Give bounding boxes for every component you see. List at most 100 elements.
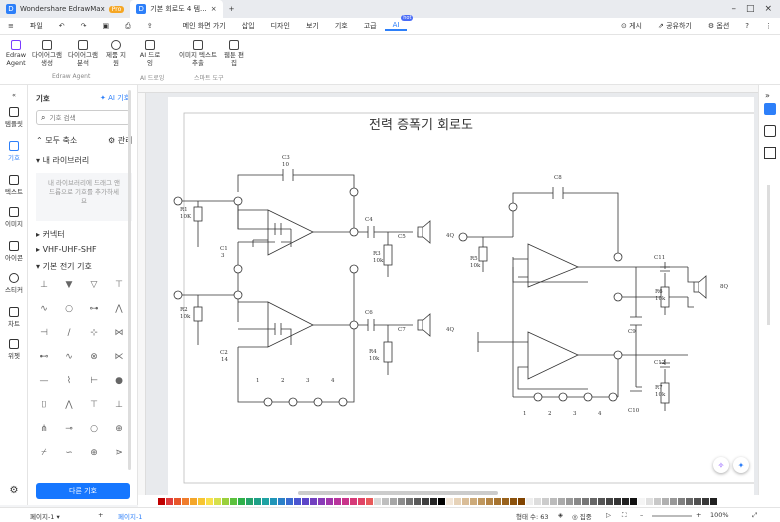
edraw-agent-button[interactable]: Edraw Agent <box>4 40 28 67</box>
symbol-item[interactable]: ⋀ <box>115 304 123 314</box>
color-swatch[interactable] <box>158 497 165 505</box>
ai-symbol-button[interactable]: ✦ AI 기호 <box>100 93 130 103</box>
symbol-item[interactable]: ⋔ <box>40 424 48 434</box>
sidebar-item-icons[interactable]: 아이콘 <box>0 241 28 262</box>
more-icon[interactable]: ⋮ <box>765 22 772 30</box>
color-swatch[interactable] <box>294 497 301 505</box>
fit-page-icon[interactable]: ⛶ <box>622 511 627 519</box>
library-basic-electrical[interactable]: ▾ 기본 전기 기호 <box>36 262 92 271</box>
close-tab-icon[interactable]: × <box>210 5 217 13</box>
webtoon-edit-button[interactable]: 웹툰 편집 <box>222 40 246 67</box>
color-swatch[interactable] <box>414 497 421 505</box>
color-swatch[interactable] <box>262 497 269 505</box>
symbol-item[interactable]: ⊕ <box>115 424 123 434</box>
sidebar-item-stickers[interactable]: 스티커 <box>0 273 28 294</box>
symbol-item[interactable]: ⊹ <box>90 328 98 338</box>
symbol-item[interactable]: ∕ <box>67 328 71 338</box>
color-swatch[interactable] <box>590 497 597 505</box>
library-connector[interactable]: ▸ 커넥터 <box>36 230 65 239</box>
share-button[interactable]: ⇗ 공유하기 <box>650 21 700 31</box>
color-swatch[interactable] <box>222 497 229 505</box>
color-swatch[interactable] <box>566 497 573 505</box>
symbol-item[interactable]: ⊥ <box>40 280 48 290</box>
symbol-item[interactable]: ⊶ <box>89 304 99 314</box>
color-swatch[interactable] <box>230 497 237 505</box>
color-swatch[interactable] <box>462 497 469 505</box>
page-selector[interactable]: 페이지-1 ▾ <box>30 513 60 521</box>
zoom-in-icon[interactable]: + <box>696 511 702 519</box>
symbol-item[interactable]: ⋉ <box>114 352 124 362</box>
color-swatch[interactable] <box>390 497 397 505</box>
color-swatch[interactable] <box>542 497 549 505</box>
symbol-item[interactable]: ▼ <box>65 280 73 290</box>
zoom-slider[interactable] <box>652 515 692 517</box>
symbol-item[interactable]: ⊤ <box>115 280 123 290</box>
color-swatch[interactable] <box>670 497 677 505</box>
ai-assist-icon[interactable]: ✧ <box>713 457 729 473</box>
color-swatch[interactable] <box>214 497 221 505</box>
sidebar-item-templates[interactable]: 템플릿 <box>0 107 28 128</box>
generate-diagram-button[interactable]: 다이어그램 생성 <box>30 40 64 67</box>
color-swatch[interactable] <box>526 497 533 505</box>
format-icon[interactable] <box>764 103 776 115</box>
symbol-item[interactable]: ∽ <box>65 448 73 458</box>
symbol-item[interactable]: ⊥ <box>115 400 123 410</box>
undo-icon[interactable]: ↶ <box>58 22 65 30</box>
color-swatch[interactable] <box>198 497 205 505</box>
product-support-button[interactable]: 제품 지원 <box>104 40 128 67</box>
symbol-item[interactable]: ⌿ <box>41 448 47 458</box>
color-swatch[interactable] <box>334 497 341 505</box>
symbol-item[interactable]: ⊤ <box>90 400 98 410</box>
circuit-diagram[interactable]: 전력 증폭기 회로도 <box>168 97 754 495</box>
color-swatch[interactable] <box>254 497 261 505</box>
right-scrollbar[interactable] <box>767 185 770 325</box>
collapse-panel-icon[interactable]: « <box>12 91 16 99</box>
color-swatch[interactable] <box>382 497 389 505</box>
color-swatch[interactable] <box>446 497 453 505</box>
new-tab-button[interactable]: + <box>228 5 235 13</box>
image-text-extract-button[interactable]: 이미지 텍스트 추출 <box>176 40 220 67</box>
symbol-item[interactable]: ⊸ <box>65 424 73 434</box>
color-swatch[interactable] <box>342 497 349 505</box>
layers-icon[interactable]: ◈ <box>558 511 563 519</box>
help-icon[interactable]: ? <box>745 22 749 30</box>
color-swatch[interactable] <box>582 497 589 505</box>
symbol-item[interactable]: ∿ <box>40 304 48 314</box>
color-swatch[interactable] <box>366 497 373 505</box>
sidebar-item-text[interactable]: 텍스트 <box>0 175 28 196</box>
color-swatch[interactable] <box>302 497 309 505</box>
color-swatch[interactable] <box>502 497 509 505</box>
symbol-item[interactable]: ⌷ <box>41 400 47 410</box>
maximize-icon[interactable]: □ <box>745 4 755 14</box>
menu-symbol[interactable]: 기호 <box>334 22 348 30</box>
color-swatch[interactable] <box>430 497 437 505</box>
menu-insert[interactable]: 삽입 <box>241 22 255 30</box>
sidebar-item-charts[interactable]: 차트 <box>0 307 28 328</box>
save-icon[interactable]: ▣ <box>102 22 110 30</box>
menu-file[interactable]: 파일 <box>29 22 43 30</box>
color-swatch[interactable] <box>598 497 605 505</box>
print-icon[interactable]: ⎙ <box>125 21 131 30</box>
color-swatch[interactable] <box>622 497 629 505</box>
color-swatch[interactable] <box>638 497 645 505</box>
symbol-item[interactable]: ⋀ <box>65 400 73 410</box>
color-swatch[interactable] <box>702 497 709 505</box>
menu-home[interactable]: 메인 화면 가기 <box>182 22 226 30</box>
symbol-search-box[interactable]: ⌕ <box>36 110 130 125</box>
symbol-item[interactable]: ⊢ <box>90 376 98 386</box>
color-swatch[interactable] <box>358 497 365 505</box>
color-swatch[interactable] <box>310 497 317 505</box>
symbol-item[interactable]: ⊷ <box>39 352 49 362</box>
search-input[interactable] <box>49 113 125 122</box>
panel-scrollbar[interactable] <box>128 90 131 470</box>
color-swatch[interactable] <box>558 497 565 505</box>
page-setup-icon[interactable] <box>764 147 776 159</box>
color-swatch[interactable] <box>246 497 253 505</box>
zoom-level[interactable]: 100% <box>710 511 729 519</box>
color-swatch[interactable] <box>614 497 621 505</box>
color-swatch[interactable] <box>606 497 613 505</box>
color-swatch[interactable] <box>694 497 701 505</box>
hamburger-icon[interactable]: ≡ <box>8 22 14 30</box>
symbol-item[interactable]: ○ <box>90 424 98 434</box>
